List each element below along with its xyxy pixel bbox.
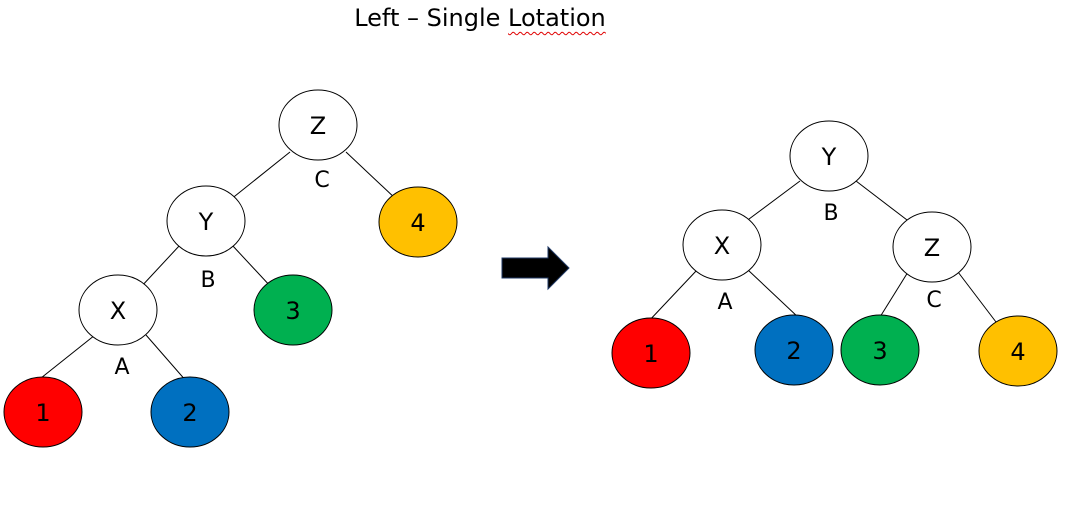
- left-node-2: [150, 376, 230, 448]
- left-node-4-label: 4: [410, 209, 425, 237]
- left-node-4: [378, 186, 458, 258]
- right-node-2-label: 2: [786, 337, 801, 365]
- right-node-z-label: Z: [924, 234, 940, 262]
- edge-r-y-x: [744, 180, 801, 223]
- left-node-z-label: Z: [310, 112, 326, 140]
- left-node-x: [78, 274, 158, 346]
- title-text: Left – Single Lotation: [354, 4, 606, 32]
- edge-r-y-z: [855, 180, 912, 224]
- right-node-y: [789, 120, 869, 192]
- left-node-1-label: 1: [35, 399, 50, 427]
- right-tree-edges: [646, 180, 997, 324]
- left-node-y: [166, 185, 246, 257]
- edge-y-x: [139, 244, 181, 289]
- left-tree-edges: [35, 151, 398, 383]
- right-node-y-label: Y: [821, 143, 837, 171]
- left-node-y-label: Y: [198, 208, 214, 236]
- right-node-4: [978, 315, 1058, 387]
- edge-z-4: [345, 151, 398, 201]
- right-node-2: [754, 314, 834, 386]
- edge-x-1: [35, 334, 96, 383]
- edge-r-x-2: [747, 269, 800, 319]
- left-node-z: [278, 89, 358, 161]
- right-node-3-label: 3: [872, 337, 887, 365]
- edge-z-y: [229, 151, 291, 201]
- left-edge-label-b: B: [200, 268, 215, 293]
- left-node-2-label: 2: [182, 399, 197, 427]
- left-edge-label-a: A: [114, 355, 129, 380]
- edge-r-z-3: [879, 271, 909, 318]
- right-node-1: [611, 317, 691, 389]
- right-node-x: [682, 209, 762, 281]
- edge-y-3: [231, 244, 273, 289]
- right-node-x-label: X: [714, 232, 730, 260]
- right-edge-label-a: A: [717, 290, 732, 315]
- title-misspelled-word: Lotation: [508, 4, 606, 32]
- title-prefix: Left – Single: [354, 4, 509, 32]
- left-node-1: [3, 376, 83, 448]
- left-node-x-label: X: [110, 297, 126, 325]
- right-arrow-icon: [501, 245, 570, 291]
- right-node-z: [892, 211, 972, 283]
- right-edge-label-c: C: [926, 288, 941, 313]
- right-tree: Y X Z 1 2 3 4 B A C: [611, 120, 1058, 389]
- left-edge-label-c: C: [314, 168, 329, 193]
- edge-r-z-4: [957, 271, 997, 323]
- diagram-title: Left – Single Lotation: [0, 4, 1070, 32]
- edge-x-2: [145, 334, 188, 383]
- edge-r-x-1: [646, 269, 698, 324]
- left-node-3-label: 3: [285, 297, 300, 325]
- right-node-4-label: 4: [1010, 338, 1025, 366]
- right-node-3: [840, 314, 920, 386]
- left-node-3: [253, 274, 333, 346]
- right-edge-label-b: B: [823, 201, 838, 226]
- left-tree: Z Y X 1 2 3 4 C B A: [3, 89, 458, 448]
- right-node-1-label: 1: [643, 340, 658, 368]
